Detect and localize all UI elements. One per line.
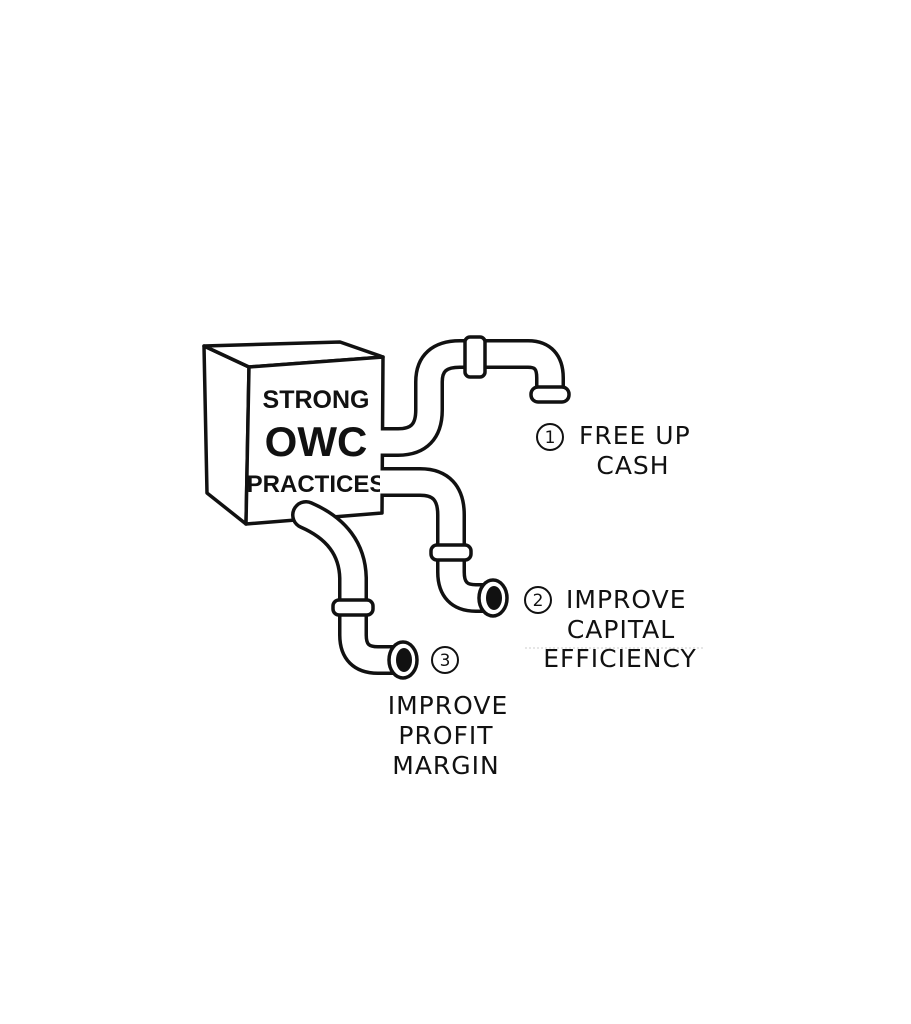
label-line: IMPROVE <box>388 691 509 720</box>
number-3: 3 <box>440 651 451 671</box>
pipe-profit-margin <box>291 500 419 680</box>
output-1-label: 1 FREE UP CASH <box>536 421 691 480</box>
box-line-owc: OWC <box>265 418 368 465</box>
number-badge-1 <box>536 423 564 451</box>
label-line: EFFICIENCY <box>543 644 697 673</box>
output-2-label: 2 IMPROVE CAPITAL EFFICIENCY <box>524 585 705 673</box>
number-2: 2 <box>533 591 544 611</box>
label-line: FREE UP <box>579 421 691 450</box>
label-line: MARGIN <box>392 751 500 780</box>
label-line: IMPROVE <box>566 585 687 614</box>
label-line: PROFIT <box>398 721 493 750</box>
label-line: CASH <box>596 451 669 480</box>
label-line: CAPITAL <box>567 615 675 644</box>
box-line-practices: PRACTICES <box>247 471 386 498</box>
pipe-free-up-cash <box>380 335 571 457</box>
pipe-capital-efficiency <box>380 467 509 618</box>
output-3-label: 3 IMPROVE PROFIT MARGIN <box>388 646 509 780</box>
number-badge-2 <box>524 586 552 614</box>
box-line-strong: STRONG <box>263 386 370 414</box>
owc-box <box>202 340 385 526</box>
number-1: 1 <box>545 428 556 448</box>
number-badge-3 <box>431 646 459 674</box>
